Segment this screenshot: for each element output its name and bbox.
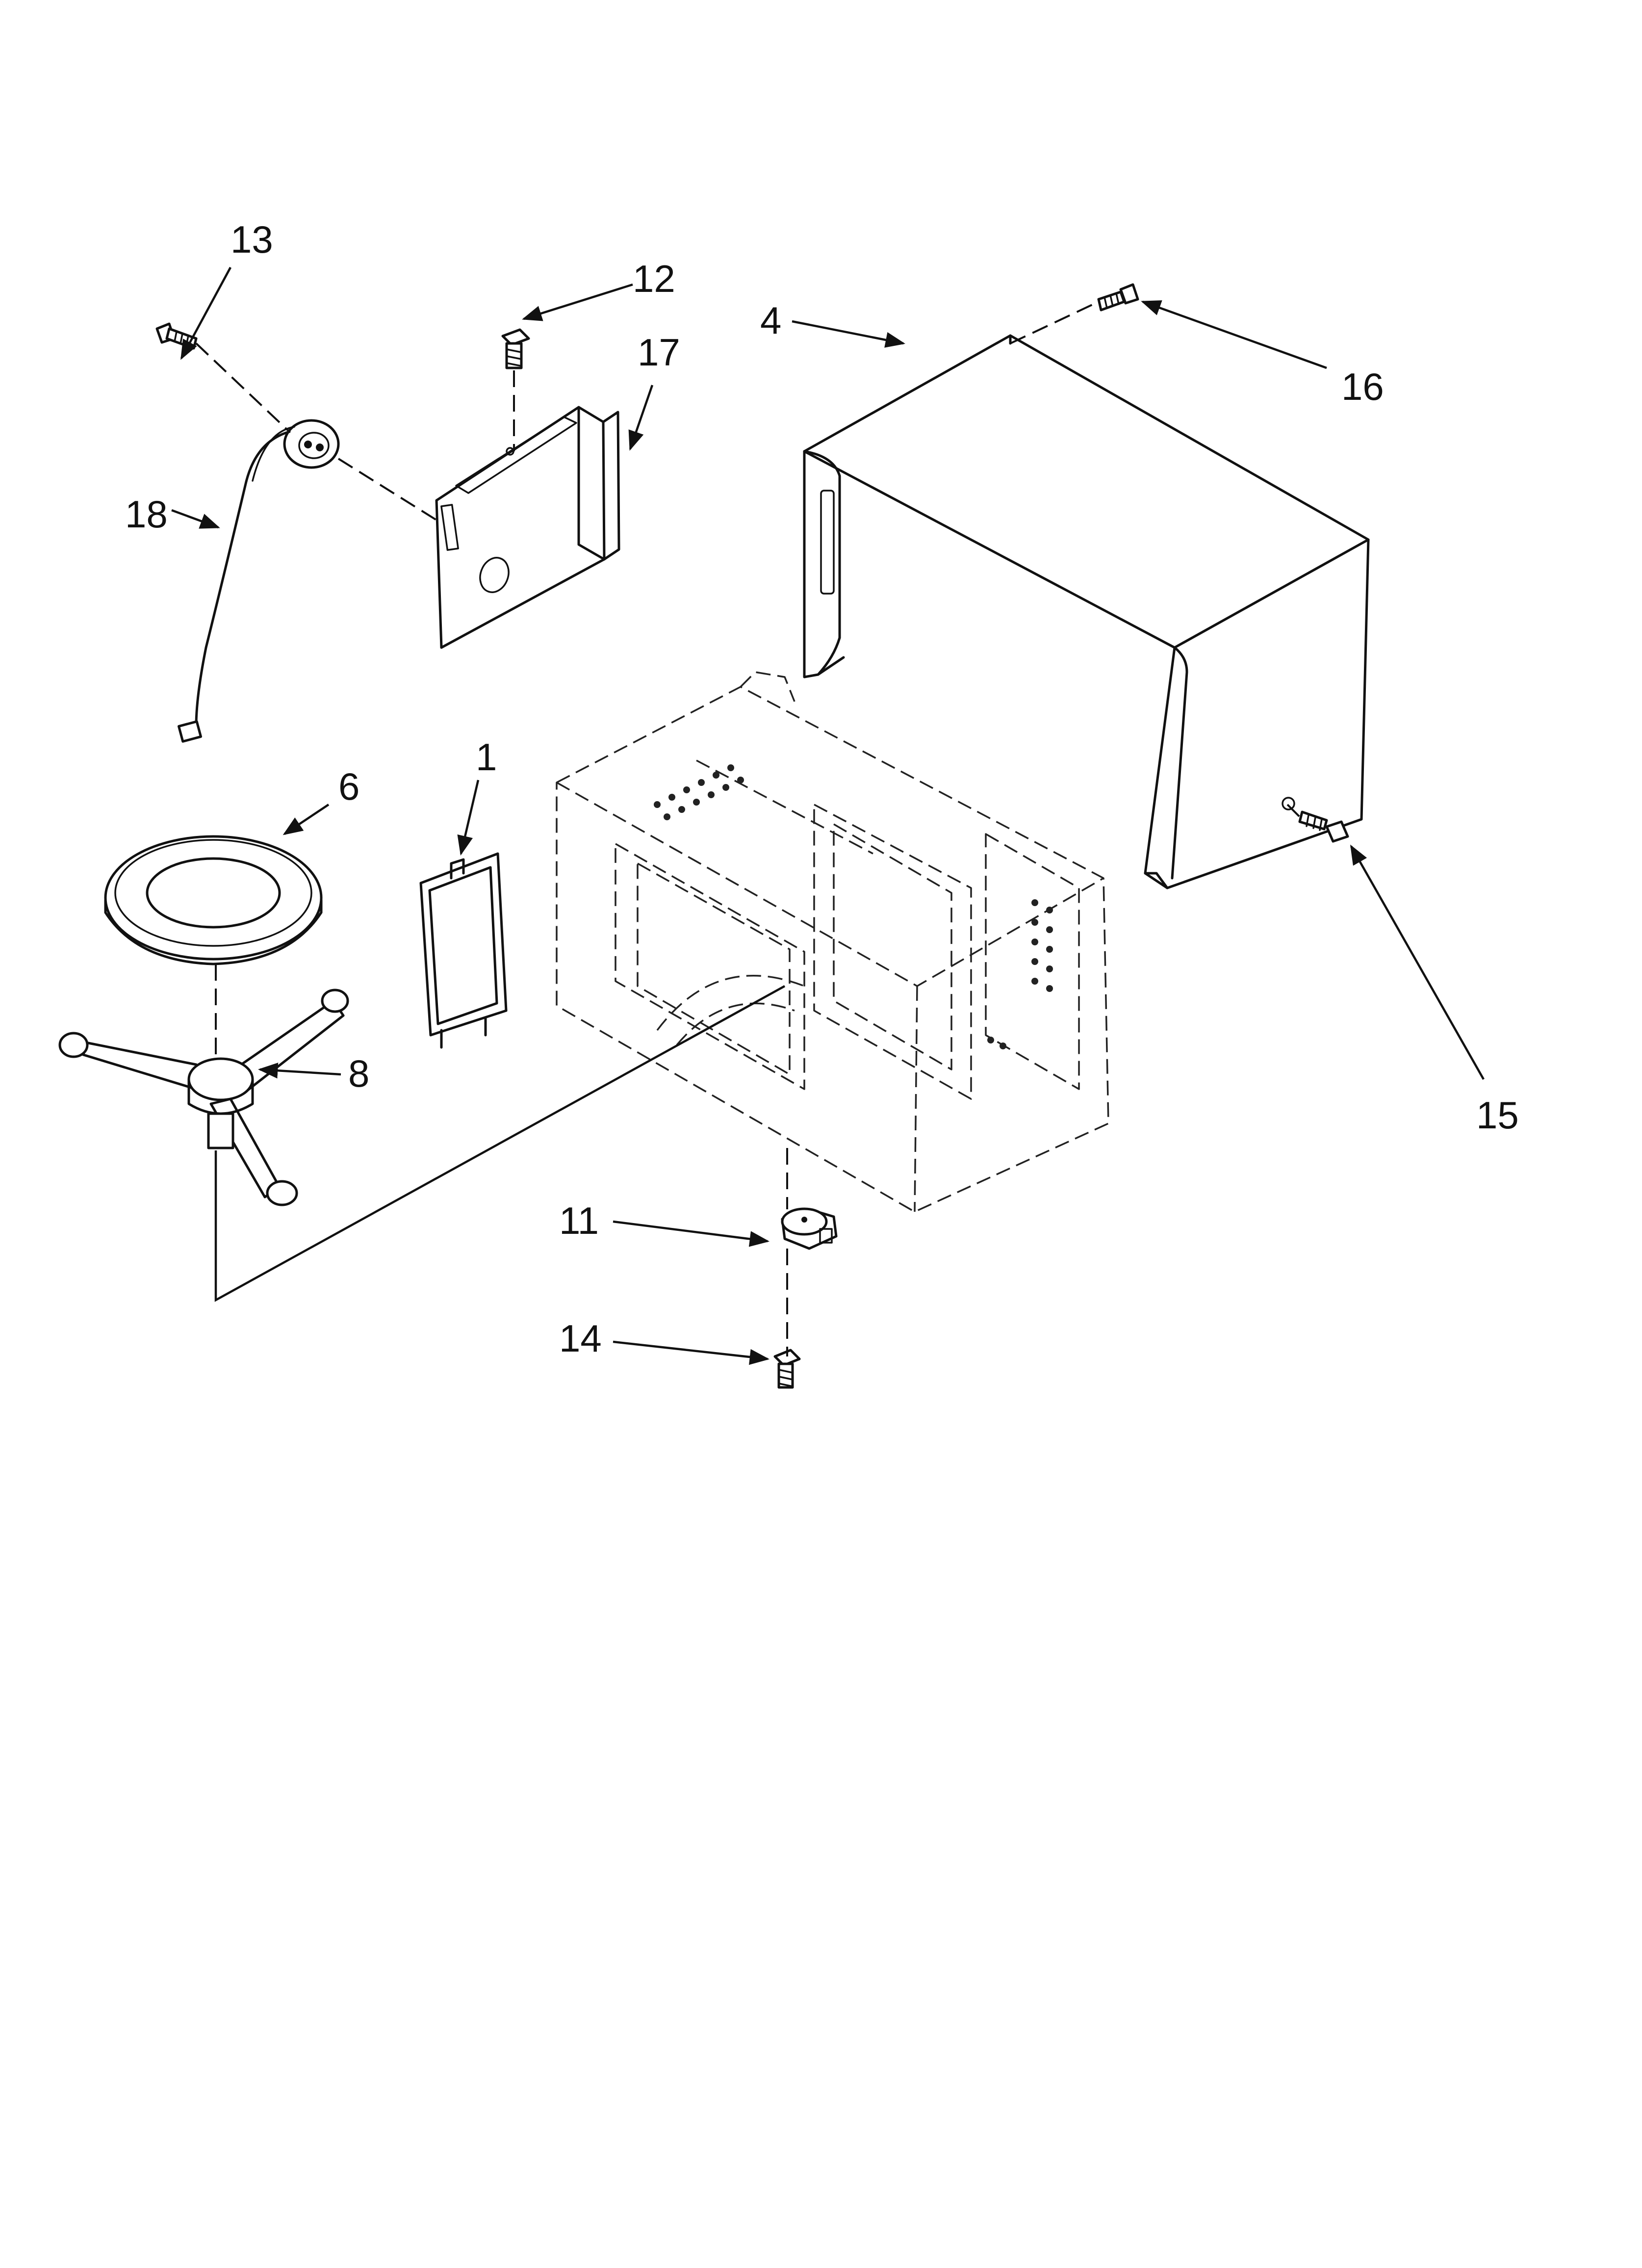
callout-18: 18 <box>125 493 168 536</box>
thermal-fuse-harness <box>178 419 340 743</box>
callout-12: 12 <box>633 257 675 300</box>
callout-6: 6 <box>338 765 359 808</box>
callout-14: 14 <box>559 1317 602 1360</box>
leader-6 <box>282 804 330 835</box>
turntable-support-roller <box>58 989 349 1206</box>
leader-4 <box>792 320 905 348</box>
outer-cabinet-wrapper <box>803 334 1370 889</box>
microwave-chassis-outline <box>556 671 1109 1213</box>
turntable-motor <box>781 1207 838 1250</box>
leader-arrows <box>171 266 1485 1365</box>
callout-16: 16 <box>1341 365 1384 408</box>
leader-16 <box>1141 300 1327 369</box>
leader-8 <box>257 1063 341 1079</box>
waveguide-cover-frame <box>419 852 508 1049</box>
turntable-glass-tray <box>104 835 323 965</box>
callout-13: 13 <box>231 218 273 261</box>
rear-bracket-panel <box>435 406 620 649</box>
callout-4: 4 <box>760 299 781 342</box>
callout-15: 15 <box>1476 1094 1519 1137</box>
leader-15 <box>1350 844 1485 1080</box>
leader-17 <box>628 385 654 451</box>
callout-1: 1 <box>476 735 497 779</box>
leader-1 <box>457 780 480 856</box>
callout-17: 17 <box>638 331 680 374</box>
screw-14 <box>773 1349 801 1389</box>
leader-14 <box>613 1340 770 1365</box>
leader-11 <box>613 1220 770 1247</box>
assembly-lines <box>195 301 1301 1356</box>
callout-8: 8 <box>348 1052 369 1095</box>
leader-12 <box>522 283 633 321</box>
leader-13 <box>180 266 231 360</box>
screw-15 <box>1298 810 1349 843</box>
vent-holes <box>654 764 1053 1049</box>
screw-13 <box>155 322 198 350</box>
leader-18 <box>171 509 220 529</box>
screw-16 <box>1097 283 1139 312</box>
screw-12 <box>501 328 530 369</box>
callout-labels: 13 12 17 4 16 18 1 6 8 11 14 15 <box>125 218 1519 1360</box>
callout-11: 11 <box>559 1199 599 1242</box>
